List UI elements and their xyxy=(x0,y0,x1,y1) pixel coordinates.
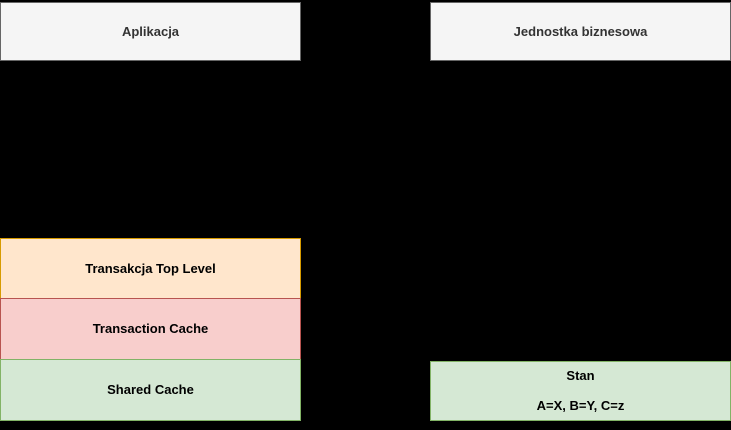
node-shared-cache: Shared Cache xyxy=(0,359,301,421)
node-shared-cache-label: Shared Cache xyxy=(107,382,194,398)
node-stan-detail: A=X, B=Y, C=z xyxy=(536,398,625,413)
node-stan-lines: Stan A=X, B=Y, C=z xyxy=(537,368,625,413)
node-transaction-cache-label: Transaction Cache xyxy=(92,321,209,337)
node-aplikacja: Aplikacja xyxy=(0,2,301,61)
node-stan: Stan A=X, B=Y, C=z xyxy=(430,361,731,421)
node-jednostka-biznesowa-label: Jednostka biznesowa xyxy=(513,23,648,39)
node-transakcja-top-level: Transakcja Top Level xyxy=(0,238,301,299)
node-jednostka-biznesowa: Jednostka biznesowa xyxy=(430,2,731,61)
node-transaction-cache: Transaction Cache xyxy=(0,298,301,360)
node-transakcja-top-level-label: Transakcja Top Level xyxy=(85,260,216,276)
node-aplikacja-label: Aplikacja xyxy=(121,23,180,39)
node-stan-title: Stan xyxy=(566,368,595,384)
